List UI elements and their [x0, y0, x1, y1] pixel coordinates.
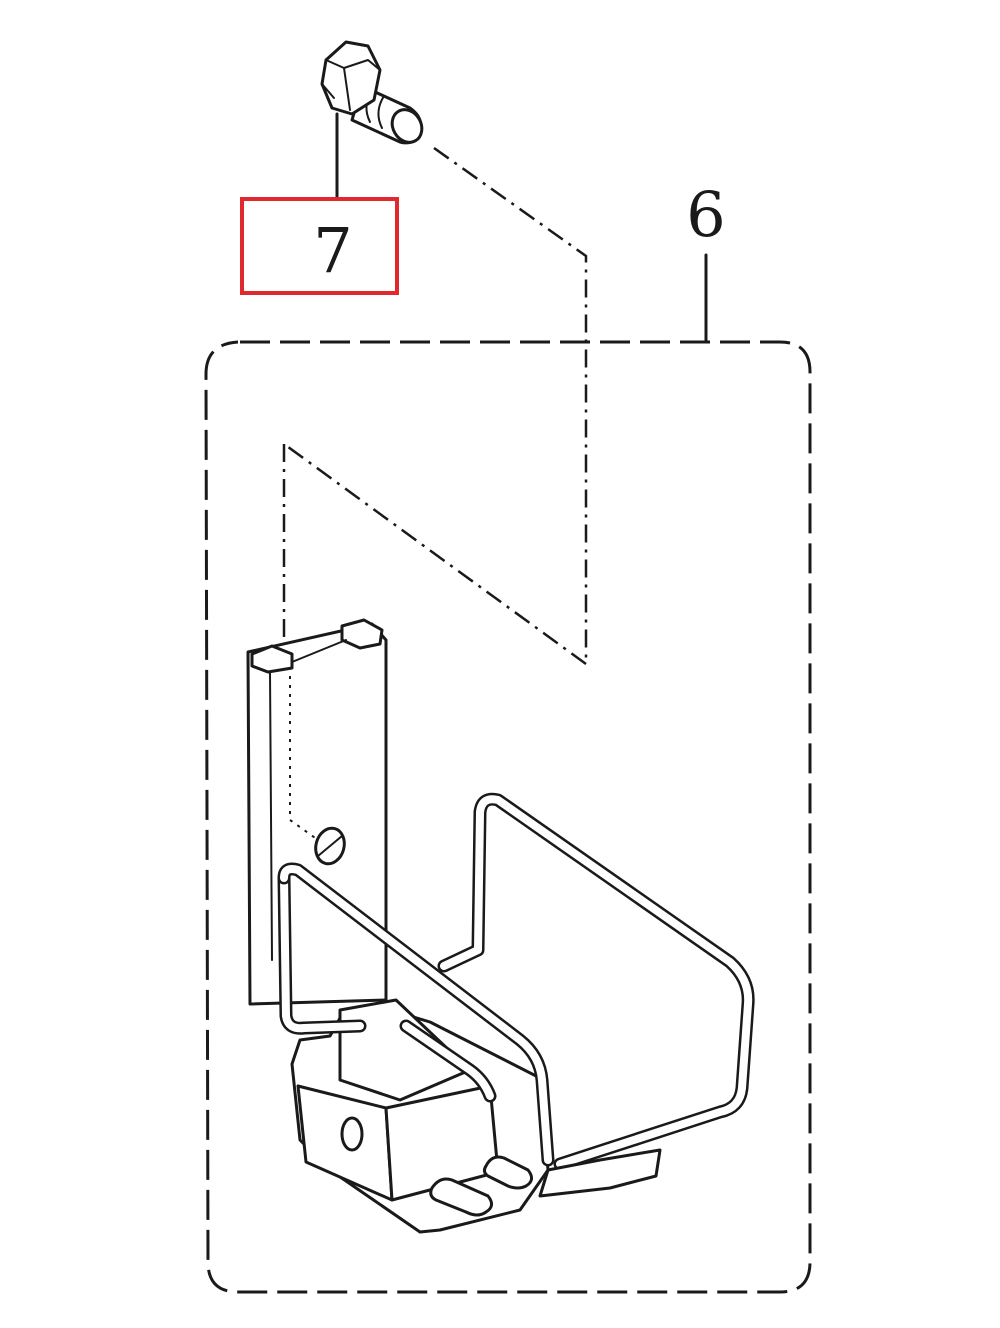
- presser-foot-part-6[interactable]: [246, 618, 755, 1234]
- highlight-box-part-7[interactable]: [240, 197, 399, 295]
- callout-label-6: 6: [686, 178, 725, 251]
- assembly-lines: [282, 146, 588, 666]
- callout-label-7: 7: [313, 214, 352, 287]
- screw-part-7[interactable]: [320, 40, 428, 148]
- assembly-group-box: [204, 340, 812, 1294]
